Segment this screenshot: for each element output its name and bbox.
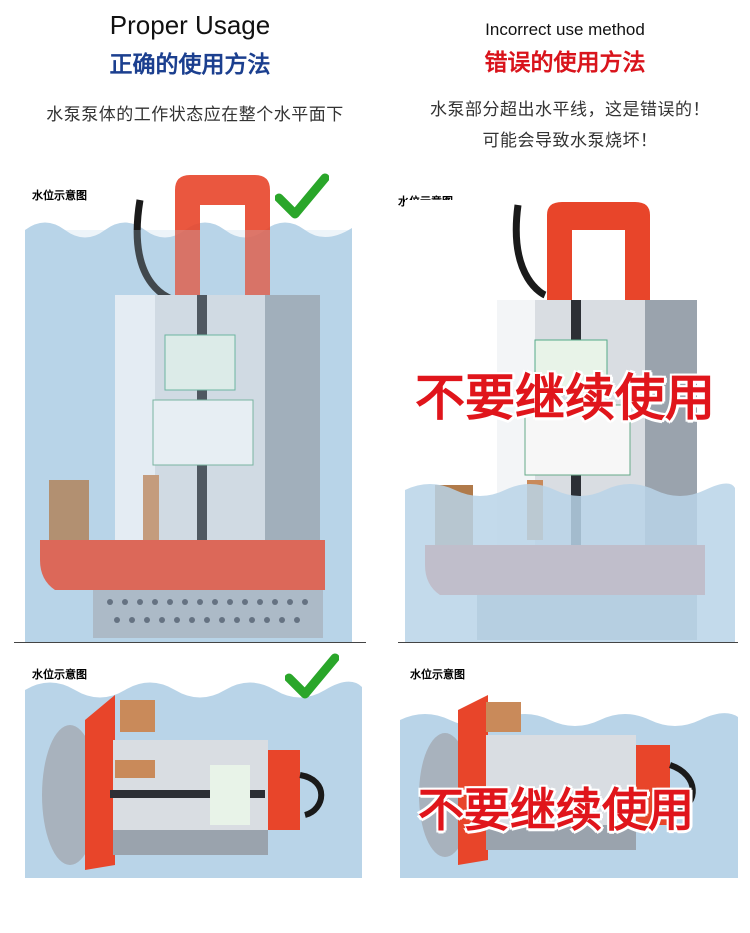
panel-caption-bottom-left: 水位示意图 (32, 668, 87, 681)
right-description-line2: 可能会导致水泵烧坏！ (482, 131, 658, 151)
left-title-en: Proper Usage (109, 10, 271, 40)
warning-stop-using-bottom: 不要继续使用 (418, 783, 694, 837)
panel-caption-bottom-right: 水位示意图 (410, 668, 465, 681)
warning-stop-using-top: 不要继续使用 (415, 369, 715, 427)
pump-submerged-horizontal-illustration (25, 665, 362, 878)
left-title-zh: 正确的使用方法 (109, 52, 271, 78)
divider-right (398, 642, 738, 643)
check-icon (275, 173, 329, 219)
right-description-line1: 水泵部分超出水平线，这是错误的！ (430, 100, 710, 120)
right-title-zh: 错误的使用方法 (484, 50, 646, 76)
left-description: 水泵泵体的工作状态应在整个水平面下 (46, 105, 344, 125)
panel-caption-top-left: 水位示意图 (32, 189, 87, 202)
pump-submerged-upright-illustration (25, 170, 352, 642)
right-title-en: Incorrect use method (485, 20, 645, 39)
divider-left (14, 642, 366, 643)
check-icon (285, 653, 339, 699)
pump-partially-exposed-upright-illustration (405, 200, 735, 642)
pump-partially-exposed-horizontal-illustration (400, 690, 738, 878)
